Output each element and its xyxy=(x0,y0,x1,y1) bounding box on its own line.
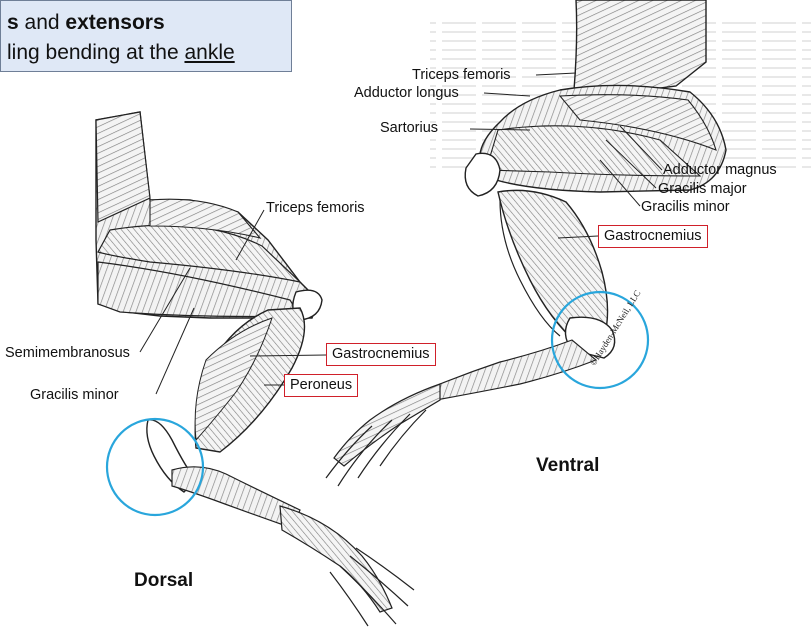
label-triceps-femoris-ventral: Triceps femoris xyxy=(412,67,511,83)
ventral-leg-drawing xyxy=(325,0,727,487)
callout-line-2: ling bending at the ankle xyxy=(7,41,235,64)
label-gastrocnemius-dorsal: Gastrocnemius xyxy=(326,343,436,366)
label-semimembranosus: Semimembranosus xyxy=(5,345,130,361)
dorsal-leg-drawing xyxy=(95,111,415,627)
caption-ventral: Ventral xyxy=(536,455,600,476)
ankle-highlight-circle-dorsal xyxy=(105,417,205,517)
caption-dorsal: Dorsal xyxy=(134,570,194,591)
label-gracilis-major: Gracilis major xyxy=(658,181,747,197)
label-triceps-femoris-dorsal: Triceps femoris xyxy=(266,200,365,216)
label-gastrocnemius-ventral: Gastrocnemius xyxy=(598,225,708,248)
label-gracilis-minor-dorsal: Gracilis minor xyxy=(30,387,119,403)
leader-lines xyxy=(139,72,663,395)
label-adductor-longus: Adductor longus xyxy=(354,85,459,101)
label-sartorius: Sartorius xyxy=(380,120,439,136)
callout-line-1: s and extensors xyxy=(7,11,165,34)
label-adductor-magnus: Adductor magnus xyxy=(663,162,777,178)
label-peroneus: Peroneus xyxy=(284,374,359,397)
callout-box: s and extensors ling bending at the ankl… xyxy=(0,0,292,72)
ankle-highlight-circle-ventral xyxy=(550,290,650,390)
label-gracilis-minor-ventral: Gracilis minor xyxy=(641,199,730,215)
